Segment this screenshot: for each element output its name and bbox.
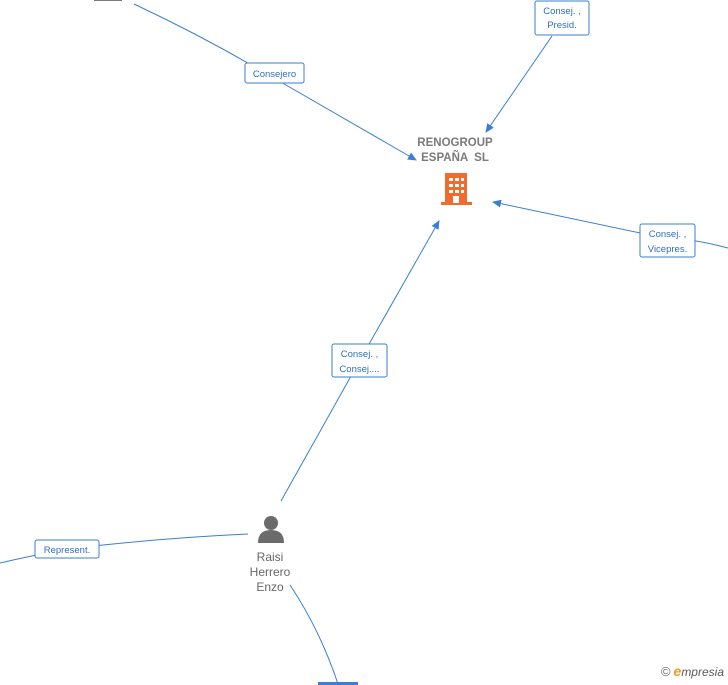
edge-label-text: Consej. , xyxy=(649,229,687,240)
company-name-line2: ESPAÑA SL xyxy=(421,151,489,164)
person-name-line2: Herrero xyxy=(250,565,291,579)
building-icon xyxy=(441,173,472,205)
brand-initial: e xyxy=(673,663,682,679)
edge-label-text: Consej.... xyxy=(339,364,379,375)
company-name-line1: RENOGROUP xyxy=(417,137,493,149)
person-name-line1: Raisi xyxy=(257,550,284,564)
edge-label-text: Vicepres. xyxy=(648,244,687,255)
edge-person-bottom-line xyxy=(289,584,339,685)
edge-label-consej-consej[interactable]: Consej. , Consej.... xyxy=(331,343,388,378)
person-name-line3: Enzo xyxy=(256,580,284,594)
edge-consej-presid-line xyxy=(485,35,553,133)
edge-label-text: Consej. , xyxy=(543,6,581,17)
copyright-icon: © xyxy=(660,663,671,679)
person-icon xyxy=(258,516,284,543)
edge-label-represent[interactable]: Represent. xyxy=(34,539,100,559)
company-node[interactable]: RENOGROUP ESPAÑA SL xyxy=(417,137,493,205)
empresia-watermark: © empresia xyxy=(661,663,724,679)
brand-rest: mpresia xyxy=(681,665,724,679)
edge-label-text: Presid. xyxy=(547,20,577,31)
edge-label-consejero[interactable]: Consejero xyxy=(244,62,305,84)
edge-label-text: Consejero xyxy=(253,69,296,80)
edge-label-consej-vicepres[interactable]: Consej. , Vicepres. xyxy=(639,223,696,258)
offscreen-node-top[interactable] xyxy=(94,0,122,1)
edge-label-text: Consej. , xyxy=(341,349,379,360)
brand-logo: empresia xyxy=(674,663,724,679)
edge-label-text: Represent. xyxy=(44,545,90,556)
person-node[interactable]: Raisi Herrero Enzo xyxy=(250,516,291,594)
edge-label-consej-presid[interactable]: Consej. , Presid. xyxy=(534,0,590,36)
